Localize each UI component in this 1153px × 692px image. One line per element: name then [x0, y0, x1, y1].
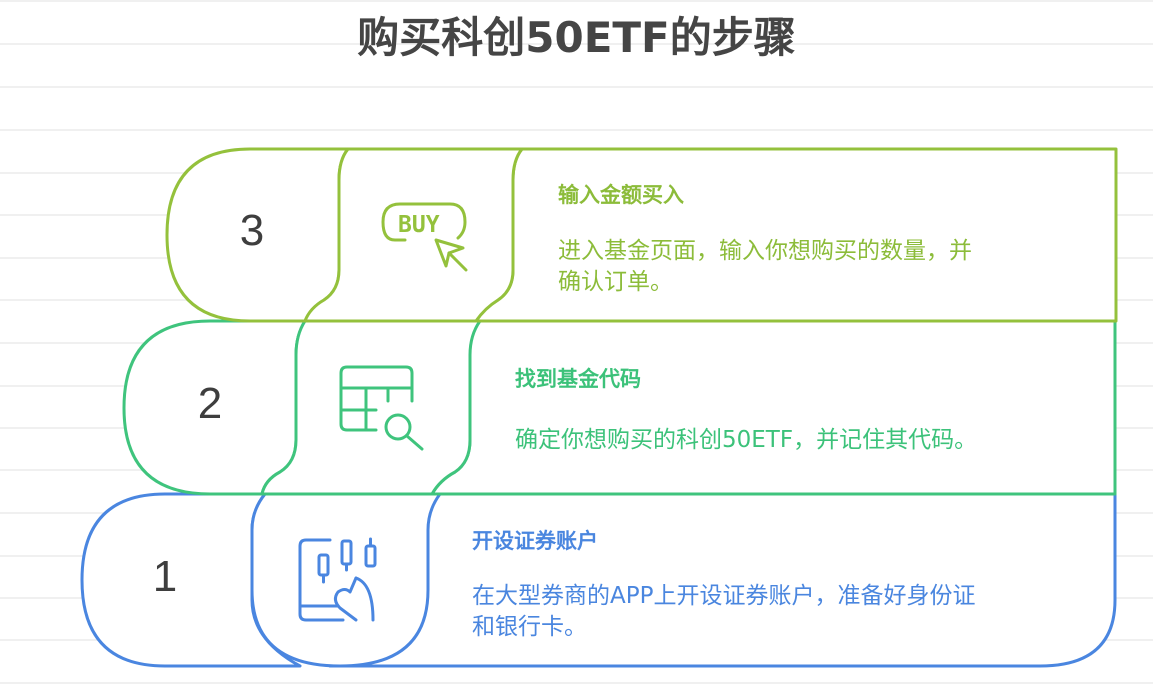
step-2-description: 确定你想购买的科创50ETF，并记住其代码。: [515, 425, 977, 456]
step-3-description: 进入基金页面，输入你想购买的数量，并 确认订单。: [558, 236, 972, 298]
step-2-description-line-1: 确定你想购买的科创50ETF，并记住其代码。: [515, 427, 978, 453]
step-1-description-line-2: 和银行卡。: [472, 614, 587, 640]
step-2-number: 2: [197, 379, 223, 428]
step-3-number: 3: [239, 206, 265, 255]
step-3-description-line-2: 确认订单。: [558, 269, 673, 295]
buy-button-cursor-icon: BUY: [381, 202, 468, 272]
step-1-group: [80, 492, 1117, 668]
step-1-description-line-1: 在大型券商的APP上开设证券账户，准备好身份证: [472, 583, 976, 609]
step-1-icon-block: [250, 492, 442, 668]
step-1-title: 开设证券账户: [472, 529, 598, 553]
step-3-title: 输入金额买入: [558, 183, 684, 207]
step-2-title: 找到基金代码: [515, 367, 641, 391]
page-title: 购买科创50ETF的步骤: [357, 13, 796, 62]
step-1-text-box: [328, 492, 1117, 668]
mobile-candlestick-chart-icon: [298, 537, 377, 622]
table-search-icon: [339, 365, 424, 451]
step-3-description-line-1: 进入基金页面，输入你想购买的数量，并: [558, 238, 972, 264]
step-2-icon-block: [260, 319, 482, 496]
step-2-text-box: [430, 319, 1117, 496]
step-3-group: [165, 147, 1118, 323]
step-2-group: [122, 319, 1117, 496]
step-1-number: 1: [152, 552, 178, 601]
step-1-description: 在大型券商的APP上开设证券账户，准备好身份证 和银行卡。: [472, 581, 975, 643]
svg-text:BUY: BUY: [398, 212, 440, 238]
step-3-icon-block: [303, 147, 524, 323]
